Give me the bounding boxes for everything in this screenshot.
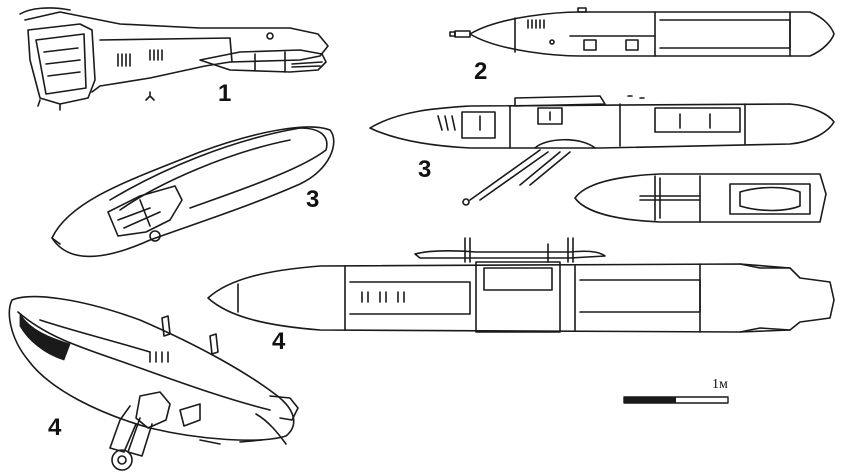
fig4-perspective-pod — [8, 295, 299, 471]
figure-label-4-side: 4 — [272, 328, 286, 355]
fig4-side-pod — [207, 237, 835, 333]
figure-label-4-perspective: 4 — [48, 414, 62, 441]
fig2-slim-pod — [449, 7, 835, 57]
fig1-fuselage-mounted-pod — [19, 7, 329, 111]
scale-bar-label: 1м — [712, 377, 728, 392]
figure-label-3-perspective: 3 — [306, 186, 320, 213]
fig3-bottom-view — [574, 173, 827, 223]
figure-label-2: 2 — [474, 58, 488, 85]
figure-label-3-side: 3 — [418, 156, 432, 183]
scale-bar — [623, 396, 729, 404]
fig3-perspective-pod — [51, 126, 335, 258]
figure-label-1: 1 — [218, 80, 232, 107]
fig3-side-pod — [369, 95, 835, 206]
